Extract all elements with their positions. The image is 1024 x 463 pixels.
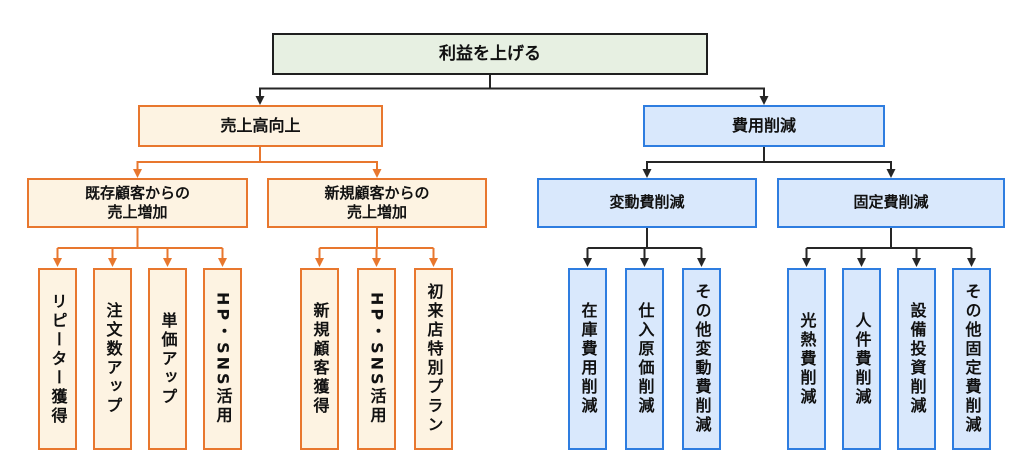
connector-cost-to-variable — [642, 161, 764, 178]
leaf-node: その他変動費削減 — [682, 268, 721, 450]
leaf-node: HP・SNS活用 — [357, 268, 396, 450]
connector-sales-to-existing — [133, 161, 260, 178]
node-existing-customers: 既存顧客からの 売上増加 — [27, 178, 248, 228]
leaf-label: その他変動費削減 — [692, 283, 712, 435]
leaf-node: 単価アップ — [148, 268, 187, 450]
leaf-node: 仕入原価削減 — [625, 268, 664, 450]
connector-root-to-sales — [255, 87, 490, 105]
leaf-node: 注文数アップ — [93, 268, 132, 450]
connector-cost-to-fixed — [764, 161, 896, 178]
leaf-node: 人件費削減 — [842, 268, 881, 450]
connector-root-to-cost — [490, 87, 769, 105]
leaf-node: 光熱費削減 — [787, 268, 826, 450]
leaf-group-existing: リピーター獲得 注文数アップ 単価アップ HP・SNS活用 — [38, 268, 242, 450]
leaf-node: リピーター獲得 — [38, 268, 77, 450]
connector-sales-to-new — [260, 161, 382, 178]
node-fixed-cost: 固定費削減 — [777, 178, 1005, 228]
leaf-label: 人件費削減 — [852, 311, 872, 407]
node-sales-up-label: 売上高向上 — [220, 115, 301, 135]
node-existing-customers-label: 既存顧客からの 売上増加 — [84, 183, 190, 222]
leaf-node: 設備投資削減 — [897, 268, 936, 450]
leaf-group-new: 新規顧客獲得 HP・SNS活用 初来店特別プラン — [300, 268, 453, 450]
leaf-group-variable: 在庫費用削減 仕入原価削減 その他変動費削減 — [568, 268, 721, 450]
leaf-node: 在庫費用削減 — [568, 268, 607, 450]
node-cost-reduction-label: 費用削減 — [731, 115, 796, 135]
leaf-node: 新規顧客獲得 — [300, 268, 339, 450]
leaf-label: 注文数アップ — [103, 302, 123, 416]
node-new-customers-label: 新規顧客からの 売上増加 — [324, 183, 430, 222]
leaf-node: 初来店特別プラン — [414, 268, 453, 450]
leaf-label: その他固定費削減 — [962, 283, 982, 435]
node-new-customers: 新規顧客からの 売上増加 — [267, 178, 487, 228]
node-variable-cost: 変動費削減 — [537, 178, 757, 228]
node-root-label: 利益を上げる — [439, 43, 541, 64]
node-variable-cost-label: 変動費削減 — [609, 193, 685, 212]
leaf-label: 単価アップ — [158, 311, 178, 407]
node-sales-up: 売上高向上 — [138, 105, 383, 147]
leaf-label: 新規顧客獲得 — [310, 302, 330, 416]
leaf-label: 在庫費用削減 — [578, 302, 598, 416]
node-cost-reduction: 費用削減 — [643, 105, 885, 147]
node-root: 利益を上げる — [272, 33, 708, 75]
node-fixed-cost-label: 固定費削減 — [853, 193, 929, 212]
leaf-label: 初来店特別プラン — [424, 283, 444, 435]
leaf-group-fixed: 光熱費削減 人件費削減 設備投資削減 その他固定費削減 — [787, 268, 991, 450]
leaf-label: HP・SNS活用 — [367, 292, 387, 426]
leaf-label: 設備投資削減 — [907, 302, 927, 416]
leaf-node: HP・SNS活用 — [203, 268, 242, 450]
leaf-label: リピーター獲得 — [48, 292, 68, 426]
leaf-label: HP・SNS活用 — [213, 292, 233, 426]
leaf-label: 仕入原価削減 — [635, 302, 655, 416]
leaf-node: その他固定費削減 — [952, 268, 991, 450]
leaf-label: 光熱費削減 — [797, 311, 817, 407]
